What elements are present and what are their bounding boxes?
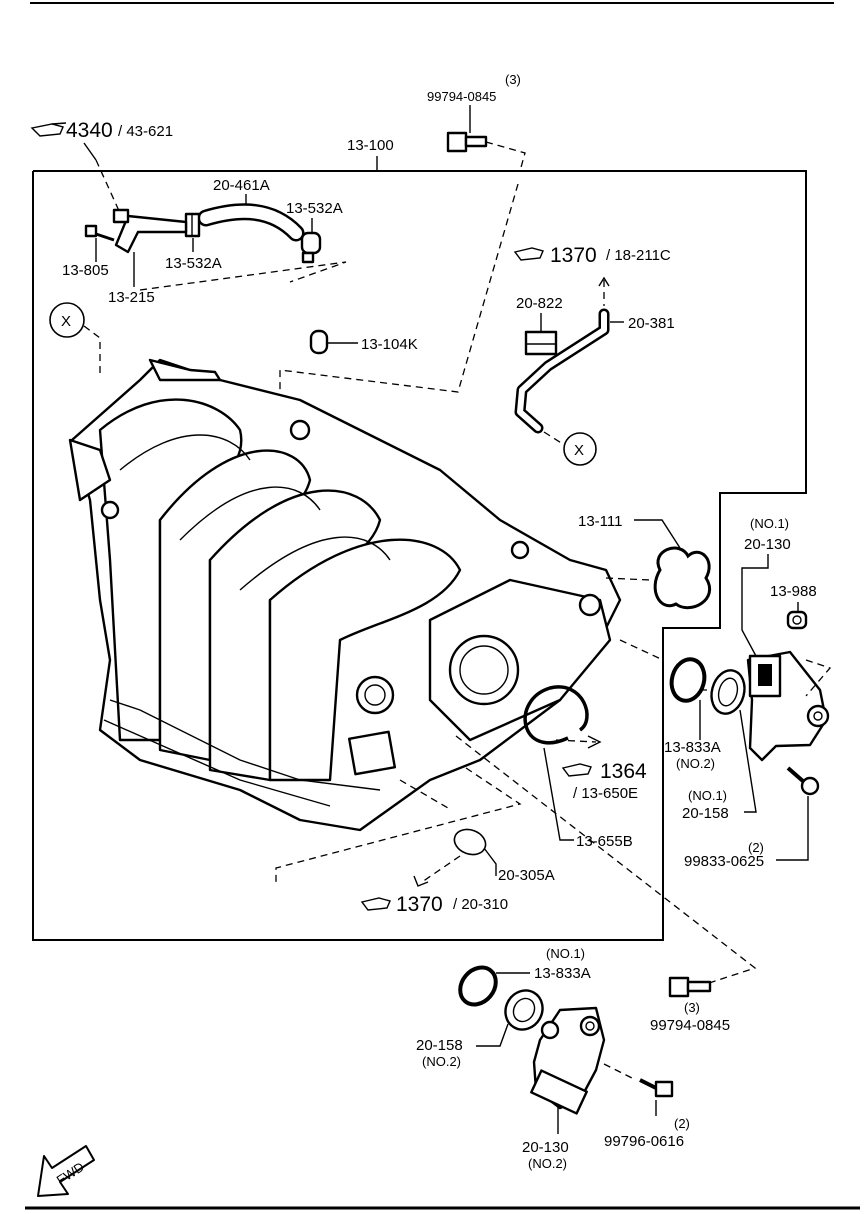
oring-833a-bot-icon (458, 965, 498, 1007)
fwd-arrow-icon: FWD (37, 1145, 95, 1197)
gasket-158-bot-icon (504, 989, 544, 1031)
clamp-right-icon (300, 231, 322, 264)
oring-305a-label: 20-305A (498, 867, 555, 884)
bolt-low-icon (639, 1078, 674, 1098)
pointing-hand-icon (561, 763, 592, 777)
gasket-158-top-icon (710, 669, 746, 715)
no2-833a-label: (NO.2) (676, 756, 715, 771)
gasket-158-top-label: 20-158 (682, 805, 729, 822)
ref-1370-bot-sub: / 20-310 (453, 896, 508, 913)
bolt-top-qty: (3) (505, 72, 521, 87)
gasket-158-bot-label: 20-158 (416, 1037, 463, 1054)
bolt-top-icon (446, 131, 526, 172)
gasket-111-icon (653, 546, 711, 610)
bolt-mid-qty: (2) (748, 840, 764, 855)
bolt-mid-label: 99833-0625 (684, 853, 764, 870)
cap-icon (309, 329, 329, 355)
pipe-fitting-label: 13-215 (108, 289, 155, 306)
plug-988-label: 13-988 (770, 583, 817, 600)
plug-988-icon (786, 610, 808, 630)
gasket-655b-label: 13-655B (576, 833, 633, 850)
oring-305a-icon (453, 828, 487, 856)
assembly-label: 13-100 (347, 137, 394, 154)
housing-130-bot-label: 20-130 (522, 1139, 569, 1156)
hose-label: 20-461A (213, 177, 270, 194)
svg-text:X: X (574, 442, 584, 459)
bolt-low-qty: (2) (674, 1116, 690, 1131)
svg-text:X: X (61, 313, 71, 330)
gasket-111-label: 13-111 (578, 513, 622, 530)
ref-4340-sub: / 43-621 (118, 123, 173, 140)
assembly-frame (32, 170, 807, 941)
ref-1370-top-number: 1370 (550, 244, 597, 267)
clamp-left-label: 13-532A (165, 255, 222, 272)
cap-label: 13-104K (361, 336, 418, 353)
intake-manifold-icon (68, 358, 622, 832)
no1-top-label: (NO.1) (750, 516, 789, 531)
clip-label: 20-822 (516, 295, 563, 312)
ref-4340-number: 4340 (66, 119, 113, 142)
no1-bottom-label: (NO.1) (546, 946, 585, 961)
ref-1364-sub: / 13-650E (573, 785, 638, 802)
tube-label: 20-381 (628, 315, 675, 332)
pipe-fitting-icon (112, 208, 188, 254)
clamp-right-label: 13-532A (286, 200, 343, 217)
clamp-left-icon (184, 212, 201, 238)
bolt-low-label: 99796-0616 (604, 1133, 684, 1150)
no2-130-label: (NO.2) (528, 1156, 567, 1171)
screw-label: 13-805 (62, 262, 109, 279)
oring-833a-top-label: 13-833A (664, 739, 721, 756)
screw-icon (84, 224, 115, 242)
ref-1364-number: 1364 (600, 760, 647, 783)
ref-1370-top-sub: / 18-211C (606, 247, 671, 264)
oring-833a-bot-label: 13-833A (534, 965, 591, 982)
pointing-hand-icon (513, 247, 544, 261)
bolt-top-label: 99794-0845 (427, 89, 496, 104)
bolt-mid-icon (786, 766, 820, 796)
bolt-bot-icon (668, 976, 712, 998)
housing-130-top-label: 20-130 (744, 536, 791, 553)
ref-1370-bot-number: 1370 (396, 893, 443, 916)
housing-130-bot-icon (530, 1006, 606, 1115)
oring-833a-top-icon (669, 657, 707, 703)
pointing-hand-icon (30, 122, 67, 137)
housing-130-top-icon (746, 650, 830, 762)
no1-158-label: (NO.1) (688, 788, 727, 803)
gasket-655b-icon (523, 685, 589, 745)
clip-icon (524, 330, 558, 356)
bolt-bot-qty: (3) (684, 1000, 700, 1015)
x-marker-right: X (563, 432, 597, 466)
x-marker-left: X (49, 302, 85, 338)
no2-158-label: (NO.2) (422, 1054, 461, 1069)
bolt-bot-label: 99794-0845 (650, 1017, 730, 1034)
pointing-hand-icon (360, 897, 391, 911)
